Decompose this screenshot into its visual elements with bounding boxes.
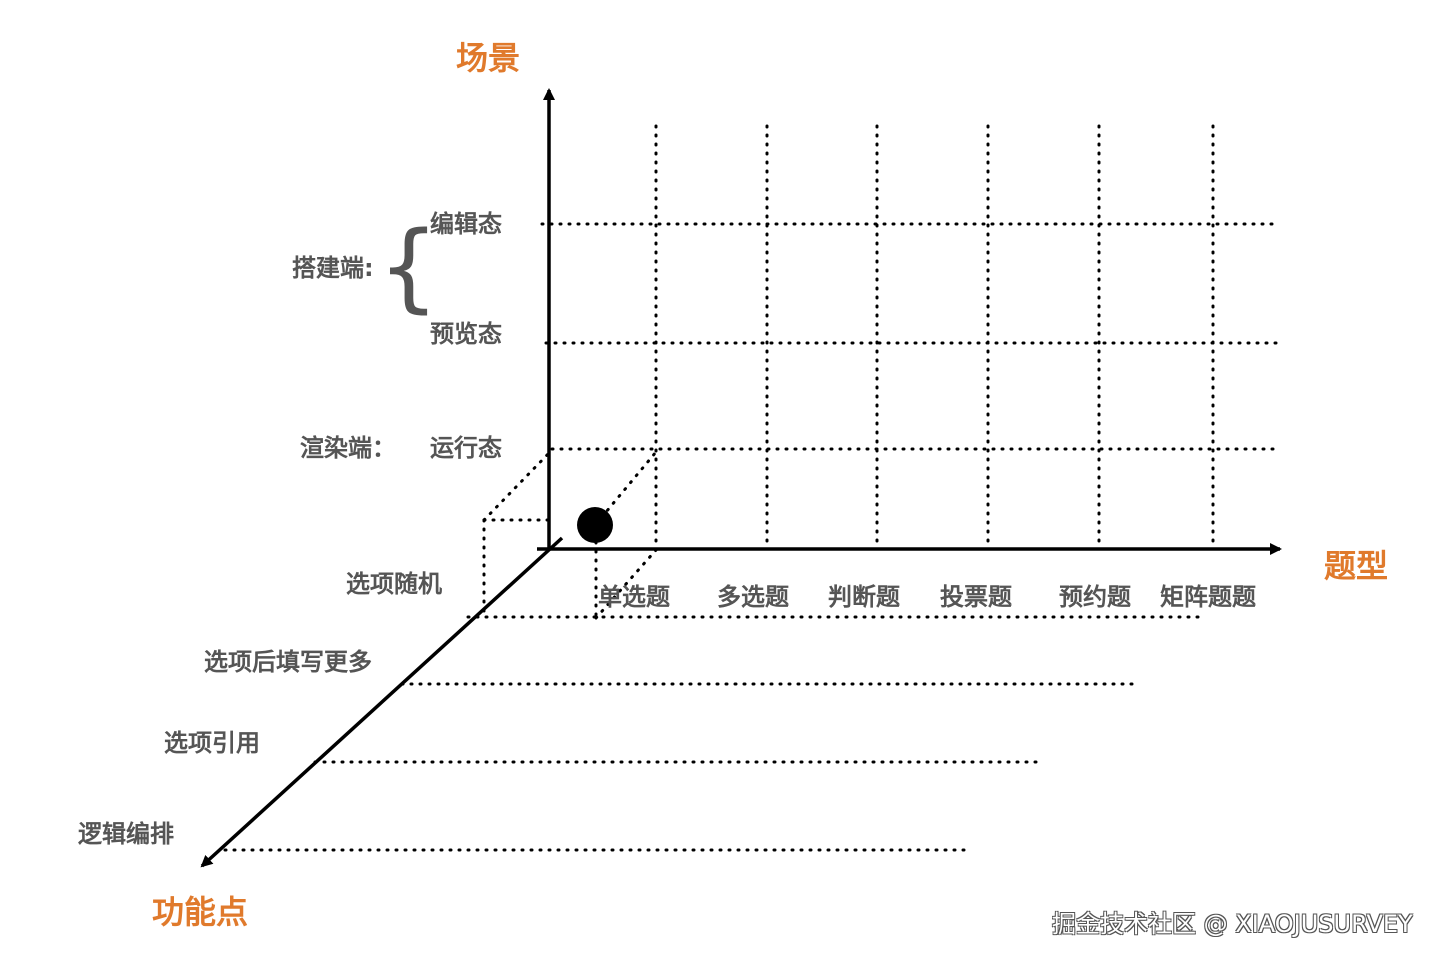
sample-point — [577, 507, 613, 543]
scene-gridlines — [540, 222, 1280, 451]
feature-label: 选项后填写更多 — [204, 648, 372, 676]
scene-axis-title: 场景 — [456, 39, 521, 77]
builder-label: 搭建端: — [292, 254, 374, 282]
builder-brace: { — [378, 211, 440, 323]
feature-axis-title: 功能点 — [152, 893, 249, 931]
renderer-label: 渲染端： — [300, 434, 396, 462]
question-type-label: 矩阵题题 — [1160, 583, 1256, 611]
feature-label: 选项随机 — [346, 570, 442, 598]
question-type-gridlines — [654, 124, 1215, 550]
question-type-label: 多选题 — [717, 583, 789, 611]
question-type-label: 单选题 — [598, 583, 670, 611]
state-label-run: 运行态 — [430, 434, 502, 462]
state-label-preview: 预览态 — [430, 320, 502, 348]
question-type-label: 投票题 — [940, 583, 1012, 611]
feature-label: 选项引用 — [164, 729, 260, 757]
feature-gridlines — [223, 615, 1202, 852]
question-type-label: 判断题 — [828, 583, 900, 611]
point-projection-box — [482, 450, 658, 620]
question-type-axis-title: 题型 — [1324, 547, 1389, 585]
axes — [200, 88, 1282, 868]
feature-label: 逻辑编排 — [78, 820, 174, 848]
watermark: 掘金技术社区 @ XIAOJUSURVEY — [1052, 910, 1413, 938]
feature-axis — [200, 536, 564, 868]
question-type-label: 预约题 — [1059, 583, 1131, 611]
state-label-edit: 编辑态 — [430, 210, 502, 238]
